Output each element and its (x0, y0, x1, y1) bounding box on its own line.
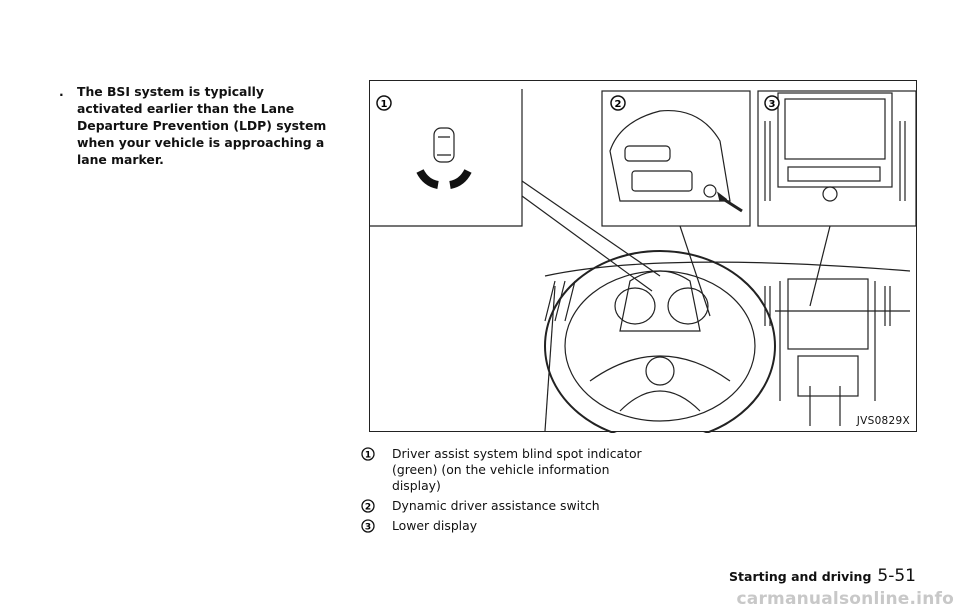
bullet-dot: . (59, 84, 64, 99)
dashboard-drawing: 1 2 3 (370, 89, 917, 433)
svg-text:3: 3 (365, 523, 371, 533)
bullet-paragraph: . The BSI system is typically activated … (59, 83, 333, 168)
figure-code: JVS0829X (856, 415, 910, 427)
bullet-text: The BSI system is typically activated ea… (77, 84, 327, 167)
callout-3: 3 (769, 99, 776, 110)
circled-number-icon: 1 (361, 447, 375, 461)
page-number: 5-51 (877, 566, 916, 586)
legend-item-3: 3 Lower display (361, 518, 651, 534)
dashboard-illustration: 1 2 3 JVS0829X (369, 80, 917, 433)
figure-legend: 1 Driver assist system blind spot indica… (361, 446, 651, 538)
circled-number-icon: 2 (361, 499, 375, 513)
callout-2: 2 (615, 99, 622, 110)
page-footer: Starting and driving 5-51 (729, 566, 916, 586)
legend-text: Lower display (392, 518, 478, 533)
svg-text:1: 1 (365, 451, 371, 461)
section-name: Starting and driving (729, 569, 872, 584)
legend-text: Dynamic driver assistance switch (392, 498, 600, 513)
legend-item-2: 2 Dynamic driver assistance switch (361, 498, 651, 514)
legend-item-1: 1 Driver assist system blind spot indica… (361, 446, 651, 494)
callout-1: 1 (381, 99, 388, 110)
watermark: carmanualsonline.info (736, 589, 954, 609)
legend-text: Driver assist system blind spot indicato… (392, 446, 642, 493)
svg-text:2: 2 (365, 503, 371, 513)
circled-number-icon: 3 (361, 519, 375, 533)
